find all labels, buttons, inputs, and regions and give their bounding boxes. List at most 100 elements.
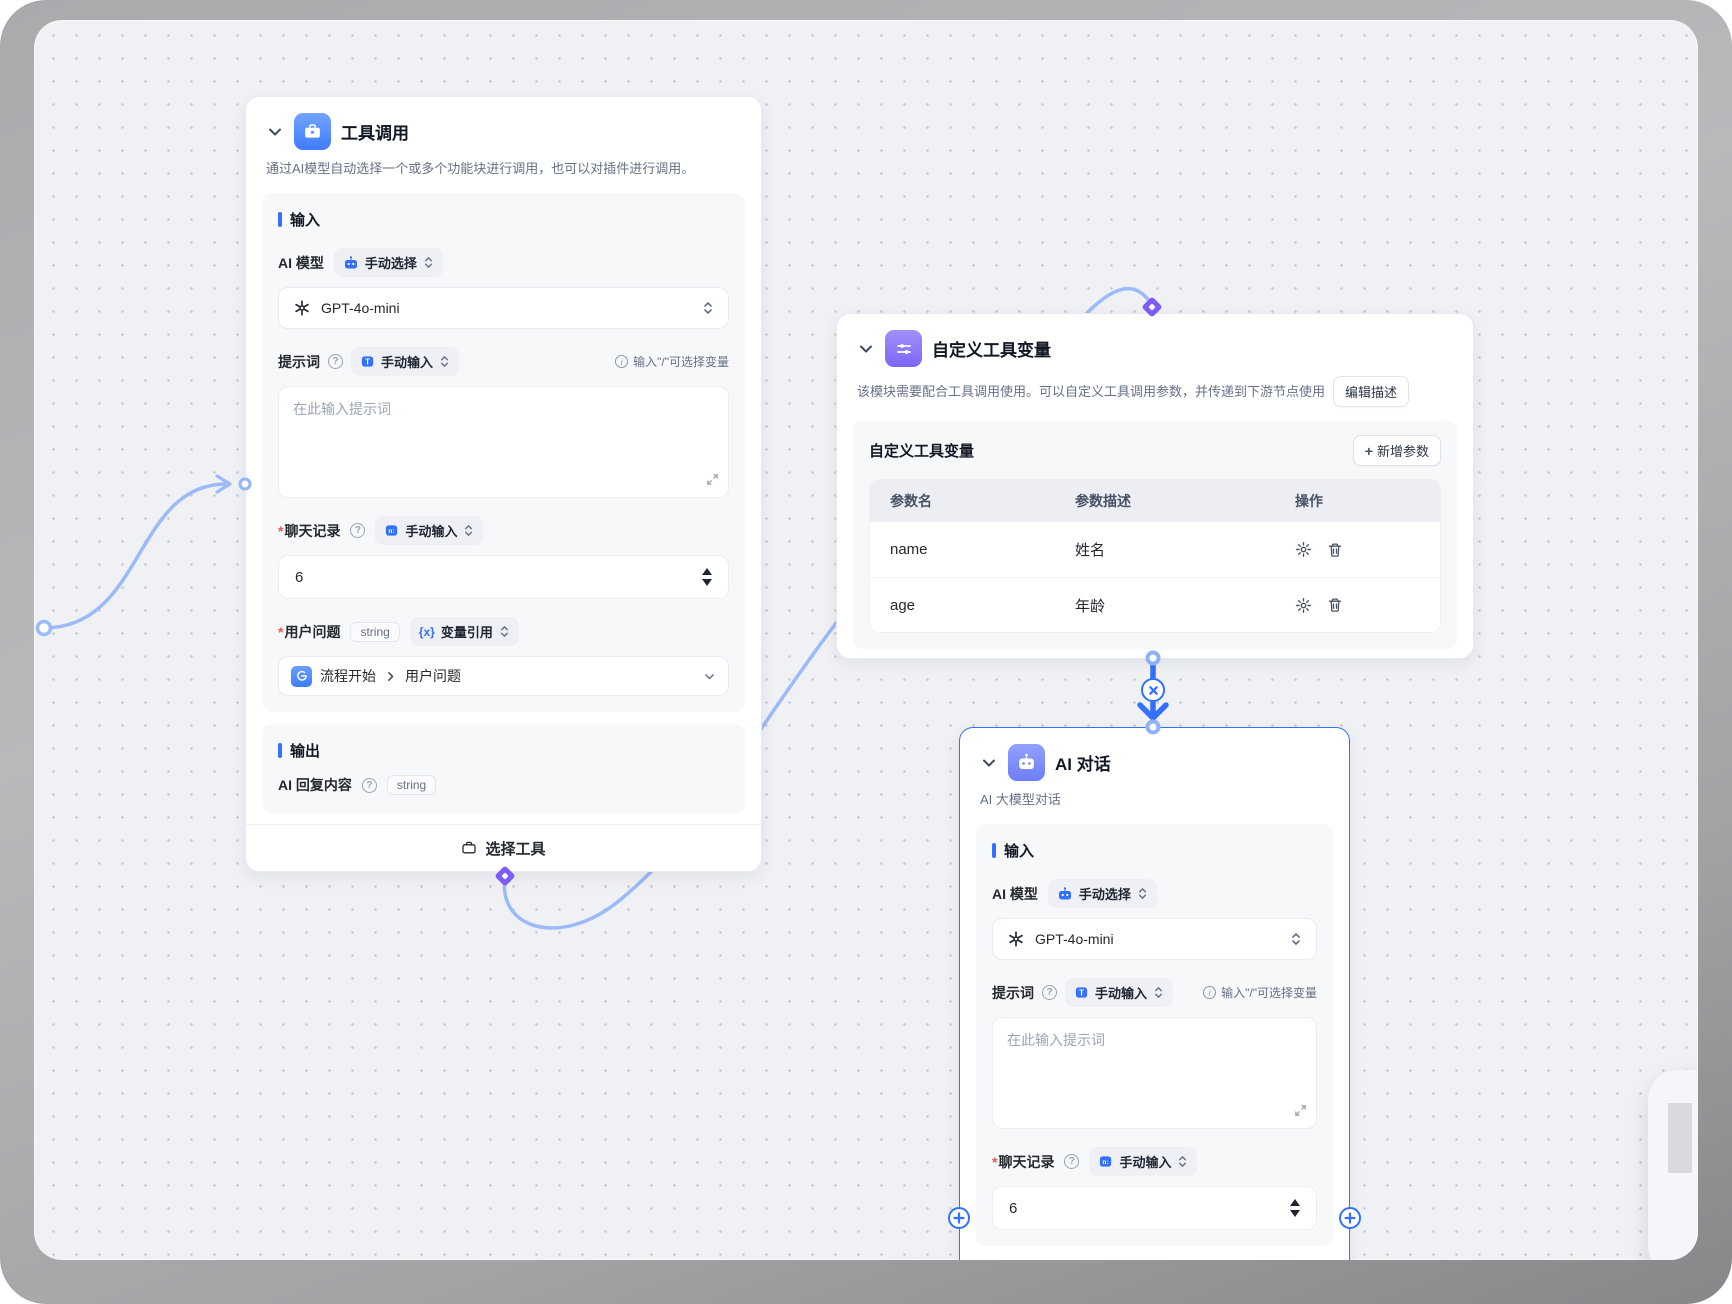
- add-connection-left-handle[interactable]: [948, 1207, 970, 1229]
- question-label: 用户问题: [278, 622, 340, 642]
- history-mode-dropdown[interactable]: n: 手动输入: [1089, 1147, 1198, 1177]
- stepper-up-icon[interactable]: [702, 568, 712, 576]
- question-icon[interactable]: ?: [1064, 1154, 1080, 1170]
- node-tool-call[interactable]: 工具调用 通过AI模型自动选择一个或多个功能块进行调用，也可以对插件进行调用。 …: [245, 96, 762, 872]
- variables-panel: 自定义工具变量 + 新增参数 参数名 参数描述 操作 name 姓名: [853, 421, 1457, 649]
- chevron-down-icon[interactable]: [266, 123, 284, 141]
- prompt-mode-dropdown[interactable]: T 手动输入: [351, 347, 460, 377]
- prompt-mode-dropdown[interactable]: T 手动输入: [1065, 978, 1174, 1008]
- number-input-icon: n:: [386, 525, 398, 536]
- edge-start-handle[interactable]: [35, 619, 53, 637]
- peek-content-block: [1668, 1103, 1692, 1173]
- plus-icon: [1344, 1212, 1356, 1224]
- question-icon[interactable]: ?: [328, 354, 343, 370]
- col-param-name: 参数名: [890, 493, 932, 509]
- number-stepper[interactable]: [702, 568, 712, 587]
- ai-model-row: AI 模型 手动选择: [278, 248, 729, 278]
- prompt-label: 提示词: [278, 353, 320, 370]
- question-variable-select[interactable]: 流程开始 用户问题: [278, 656, 729, 697]
- history-mode-dropdown[interactable]: n: 手动输入: [375, 516, 484, 546]
- question-icon[interactable]: ?: [1042, 985, 1057, 1001]
- prompt-row: 提示词 ? T 手动输入 i 输入"/"可选择变量: [992, 978, 1317, 1008]
- question-icon[interactable]: ?: [350, 523, 366, 539]
- col-actions: 操作: [1295, 493, 1323, 509]
- ai-model-row: AI 模型 手动选择: [992, 879, 1317, 909]
- reply-row: AI 回复内容 ? string: [278, 775, 729, 796]
- node-description-row: 该模块需要配合工具调用使用。可以自定义工具调用参数，并传递到下游节点使用 编辑描…: [837, 367, 1473, 407]
- chevron-up-down-icon: [1179, 1156, 1187, 1167]
- robot-icon: [344, 255, 357, 269]
- question-mode-dropdown[interactable]: {x} 变量引用: [409, 617, 519, 647]
- add-connection-right-handle[interactable]: [1339, 1207, 1361, 1229]
- chevron-down-icon[interactable]: [857, 340, 875, 358]
- stepper-down-icon[interactable]: [702, 579, 712, 587]
- history-number-input[interactable]: 6: [992, 1186, 1317, 1231]
- history-value: 6: [1009, 1199, 1018, 1217]
- chevron-down-icon[interactable]: [980, 754, 998, 772]
- select-tool-button[interactable]: 选择工具: [246, 824, 761, 871]
- delete-edge-button[interactable]: [1141, 678, 1165, 702]
- edit-description-button[interactable]: 编辑描述: [1333, 376, 1410, 407]
- question-row: 用户问题 string {x} 变量引用: [278, 617, 729, 647]
- stepper-down-icon[interactable]: [1290, 1210, 1300, 1218]
- section-label: 输出: [278, 740, 729, 761]
- param-name: name: [890, 541, 928, 558]
- chevron-down-icon: [705, 673, 714, 679]
- toolbox-icon: [294, 113, 331, 150]
- edge-arrow-icon: [215, 474, 232, 494]
- node-ai-chat[interactable]: AI 对话 AI 大模型对话 输入 AI 模型 手动选择 GPT-4o-mini: [959, 727, 1350, 1260]
- prompt-textarea[interactable]: 在此输入提示词: [278, 386, 729, 499]
- output-handle-custom-variables[interactable]: [1145, 650, 1161, 666]
- section-bar: [992, 843, 996, 859]
- model-select-value: GPT-4o-mini: [1035, 931, 1114, 948]
- model-select[interactable]: GPT-4o-mini: [278, 287, 729, 330]
- col-param-desc: 参数描述: [1075, 493, 1131, 509]
- sliders-icon: [885, 330, 922, 367]
- node-header: 工具调用: [246, 97, 761, 150]
- model-select[interactable]: GPT-4o-mini: [992, 918, 1317, 961]
- model-mode-dropdown[interactable]: 手动选择: [1047, 879, 1157, 909]
- toolbox-icon: [462, 841, 477, 854]
- plus-icon: +: [1364, 442, 1373, 459]
- edge-arrowhead-icon: [1137, 702, 1169, 721]
- param-desc: 姓名: [1075, 542, 1106, 559]
- history-label: 聊天记录: [992, 1152, 1054, 1172]
- history-row: 聊天记录 ? n: 手动输入: [278, 516, 729, 546]
- type-badge: string: [386, 775, 437, 796]
- node-custom-variables[interactable]: 自定义工具变量 该模块需要配合工具调用使用。可以自定义工具调用参数，并传递到下游…: [836, 313, 1474, 659]
- node-title: AI 对话: [1055, 755, 1111, 774]
- openai-icon: [1009, 931, 1023, 947]
- node-title: 工具调用: [341, 124, 409, 143]
- chevron-right-icon: [388, 671, 394, 681]
- prompt-textarea[interactable]: 在此输入提示词: [992, 1017, 1317, 1130]
- node-title: 自定义工具变量: [932, 341, 1051, 360]
- type-badge: string: [350, 621, 400, 642]
- prompt-placeholder: 在此输入提示词: [1007, 1032, 1105, 1049]
- history-row: 聊天记录 ? n: 手动输入: [992, 1147, 1317, 1177]
- trash-icon[interactable]: [1327, 542, 1343, 558]
- chevron-up-down-icon: [1292, 933, 1300, 945]
- trash-icon[interactable]: [1327, 597, 1343, 613]
- model-mode-dropdown[interactable]: 手动选择: [333, 248, 443, 278]
- stepper-up-icon[interactable]: [1290, 1199, 1300, 1207]
- ai-model-label: AI 模型: [992, 885, 1038, 902]
- add-parameter-button[interactable]: + 新增参数: [1352, 435, 1441, 466]
- chevron-up-down-icon: [441, 356, 448, 367]
- input-handle-ai-chat[interactable]: [1145, 719, 1161, 735]
- number-stepper[interactable]: [1290, 1199, 1300, 1218]
- expand-icon[interactable]: [706, 473, 719, 489]
- param-desc: 年龄: [1075, 597, 1106, 615]
- variable-icon: {x}: [418, 624, 435, 639]
- question-icon[interactable]: ?: [361, 777, 377, 793]
- ai-model-label: AI 模型: [278, 254, 324, 271]
- edge-start-to-toolcall: [43, 482, 227, 630]
- history-number-input[interactable]: 6: [278, 555, 729, 600]
- table-row: age 年龄: [870, 577, 1440, 632]
- partial-node-peek: [1648, 1070, 1698, 1260]
- gear-icon[interactable]: [1295, 597, 1312, 614]
- input-handle-tool-call[interactable]: [238, 477, 252, 491]
- section-bar: [278, 743, 282, 759]
- expand-icon[interactable]: [1294, 1104, 1307, 1120]
- workflow-canvas[interactable]: 工具调用 通过AI模型自动选择一个或多个功能块进行调用，也可以对插件进行调用。 …: [34, 20, 1698, 1260]
- gear-icon[interactable]: [1295, 541, 1312, 558]
